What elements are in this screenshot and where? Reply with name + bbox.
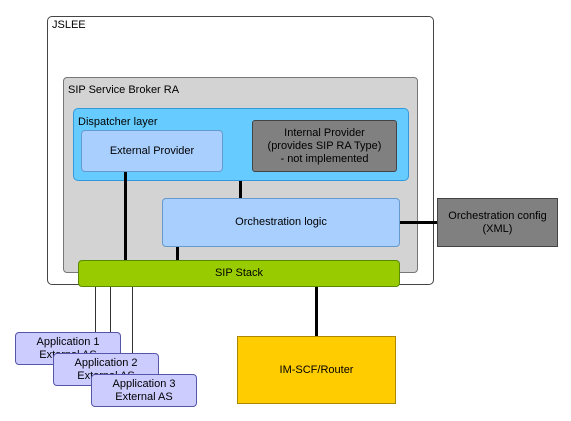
dispatcher-label: Dispatcher layer xyxy=(78,116,158,128)
application-1-name: Application 1 xyxy=(36,335,100,348)
internal-provider-line2: (provides SIP RA Type) xyxy=(267,139,382,152)
orchestration-sipstack-connector xyxy=(176,247,179,261)
application-3-type: External AS xyxy=(115,390,173,403)
orchestration-config-box: Orchestration config (XML) xyxy=(437,198,558,247)
dispatcher-orchestration-connector xyxy=(239,181,242,199)
external-provider-sipstack-connector xyxy=(124,172,127,261)
im-scf-router-label: IM-SCF/Router xyxy=(279,363,354,376)
jslee-label: JSLEE xyxy=(52,19,86,31)
broker-label: SIP Service Broker RA xyxy=(68,84,180,96)
internal-provider-line3: - not implemented xyxy=(280,152,369,165)
external-provider-label: External Provider xyxy=(109,144,195,157)
app3-connector xyxy=(132,287,133,375)
app2-connector xyxy=(110,287,111,354)
orchestration-config-line1: Orchestration config xyxy=(448,209,547,222)
orchestration-logic-label: Orchestration logic xyxy=(235,216,327,228)
orchestration-config-connector xyxy=(400,221,438,224)
im-scf-router-box: IM-SCF/Router xyxy=(237,336,396,404)
application-2-name: Application 2 xyxy=(74,356,138,369)
orchestration-config-line2: (XML) xyxy=(482,222,513,235)
sip-stack-label: SIP Stack xyxy=(214,267,264,279)
orchestration-logic-box: Orchestration logic xyxy=(162,198,400,247)
sipstack-imscf-connector xyxy=(315,287,318,337)
internal-provider-line1: Internal Provider xyxy=(284,126,365,139)
sip-stack-box: SIP Stack xyxy=(78,260,400,287)
application-3-name: Application 3 xyxy=(112,377,176,390)
internal-provider-box: Internal Provider (provides SIP RA Type)… xyxy=(252,120,397,172)
application-3-box: Application 3 External AS xyxy=(91,374,197,407)
app1-connector xyxy=(95,287,96,333)
external-provider-box: External Provider xyxy=(81,130,223,172)
